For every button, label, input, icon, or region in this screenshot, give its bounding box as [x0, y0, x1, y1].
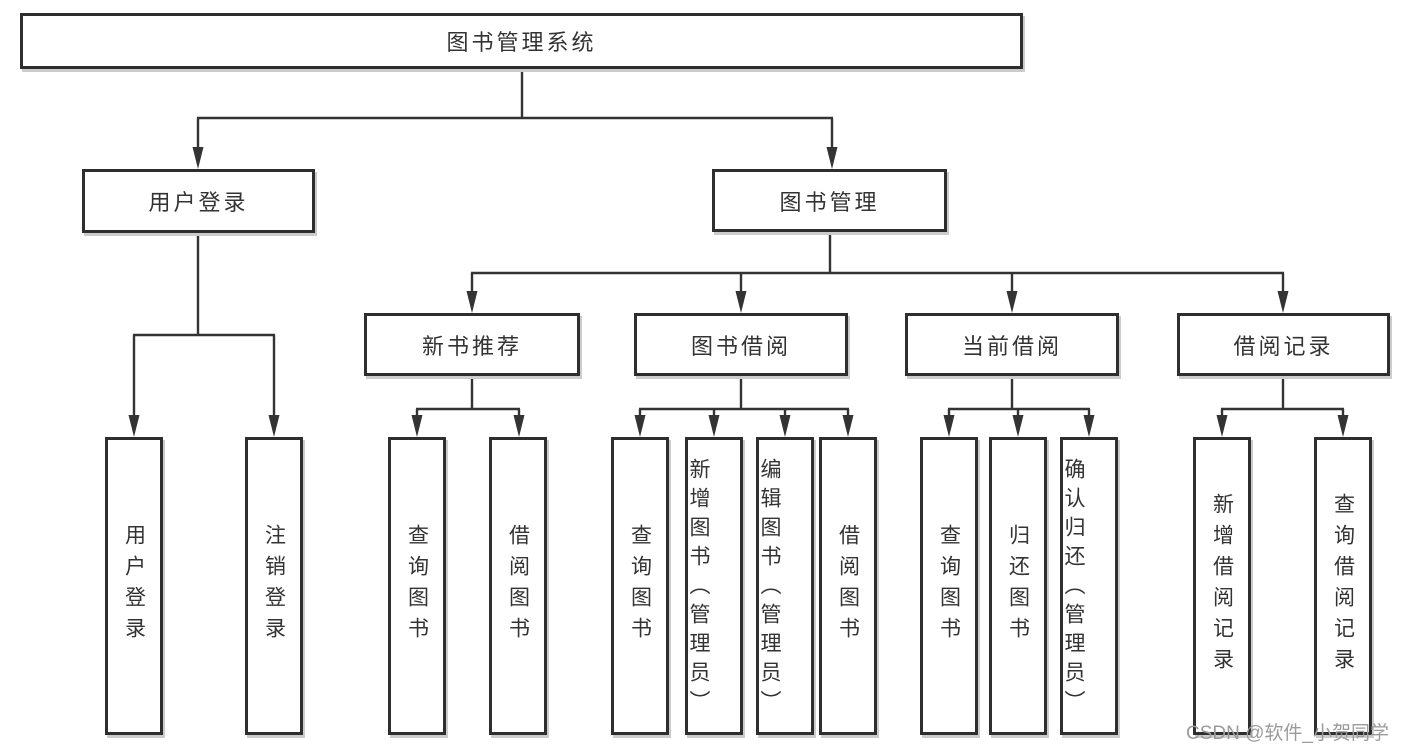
leaf-logout: 注销登录 — [245, 437, 303, 735]
node-root-label: 图书管理系统 — [446, 30, 597, 55]
leaf-user-login: 用户登录 — [105, 437, 163, 735]
connector-new-book-rec-children — [415, 376, 521, 419]
leaf-cb-query-books: 查询图书 — [920, 437, 978, 735]
node-new-book-recommend-label: 新书推荐 — [421, 333, 522, 359]
leaf-bb-edit-books-admin: 编辑图书（管理员） — [756, 437, 814, 735]
node-current-borrowing-label: 当前借阅 — [961, 333, 1062, 359]
node-book-management-label: 图书管理 — [779, 189, 880, 215]
node-book-borrowing-label: 图书借阅 — [690, 333, 791, 359]
connector-book-borrow-children — [638, 376, 850, 419]
watermark: CSDN @软件_小贺同学 — [1186, 723, 1389, 744]
leaf-bb-borrow-books: 借阅图书 — [819, 437, 877, 735]
connector-book-mgmt-children — [470, 232, 1285, 295]
connector-root-to-level2 — [196, 68, 834, 151]
node-book-borrowing: 图书借阅 — [634, 313, 848, 376]
node-new-book-recommend: 新书推荐 — [364, 313, 580, 376]
connector-current-borrow-children — [947, 376, 1091, 419]
node-borrow-records-label: 借阅记录 — [1233, 333, 1334, 359]
connector-borrow-records-children — [1220, 376, 1345, 419]
arrowheads — [128, 147, 1349, 437]
node-root: 图书管理系统 — [20, 13, 1023, 69]
leaf-bb-query-books: 查询图书 — [611, 437, 669, 735]
node-current-borrowing: 当前借阅 — [905, 313, 1119, 376]
leaf-br-add-record: 新增借阅记录 — [1193, 437, 1251, 735]
leaf-bb-add-books-admin: 新增图书（管理员） — [685, 437, 743, 735]
node-user-login: 用户登录 — [82, 169, 315, 233]
leaf-cb-confirm-return-admin: 确认归还（管理员） — [1060, 437, 1118, 735]
leaf-nbr-query-books: 查询图书 — [388, 437, 446, 735]
node-user-login-label: 用户登录 — [148, 190, 249, 215]
leaf-cb-return-books: 归还图书 — [989, 437, 1047, 735]
leaf-nbr-borrow-books: 借阅图书 — [489, 437, 547, 735]
node-book-management: 图书管理 — [712, 169, 947, 232]
node-borrow-records: 借阅记录 — [1177, 313, 1390, 376]
leaf-br-query-record: 查询借阅记录 — [1314, 437, 1372, 735]
connector-user-login-children — [132, 233, 276, 419]
